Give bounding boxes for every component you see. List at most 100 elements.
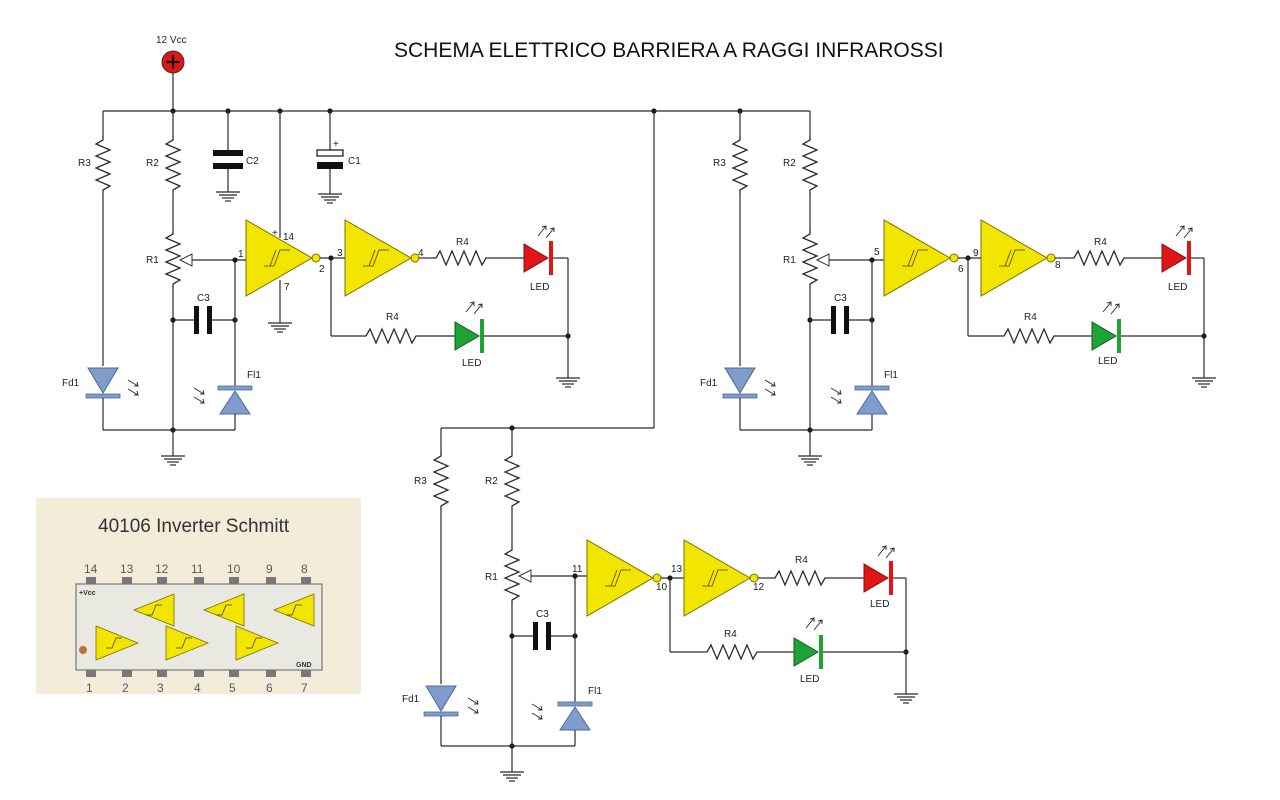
label-led-red: LED (870, 599, 889, 610)
chip-bottom-pin: 1 (86, 681, 93, 695)
chip-top-pin: 13 (120, 562, 134, 576)
label-r2: R2 (485, 476, 498, 487)
chip-top-pin: 12 (155, 562, 169, 576)
r3-resistor-icon (732, 135, 748, 195)
chip-top-pin: 14 (84, 562, 98, 576)
label-r4: R4 (1094, 237, 1107, 248)
label-r4: R4 (795, 555, 808, 566)
label-c2: C2 (246, 156, 259, 167)
c1-plus-sign: + (333, 139, 339, 150)
r4b-resistor-icon (999, 328, 1059, 344)
pin-in-1: 1 (238, 249, 244, 260)
chip-bottom-pin: 5 (229, 681, 236, 695)
pin-in-1: 11 (572, 564, 583, 575)
fd1-ir-led-icon (85, 367, 121, 399)
pin-out-2: 12 (753, 582, 765, 593)
r4b-resistor-icon (361, 328, 421, 344)
pin-in-2: 13 (671, 564, 683, 575)
gate1-plus-sign: + (272, 228, 278, 239)
fd1-ir-led-icon (722, 367, 758, 399)
label-fl1: Fl1 (588, 686, 602, 697)
led-red-icon (863, 561, 893, 595)
led-green-icon (793, 635, 823, 669)
label-r3: R3 (78, 158, 91, 169)
label-fd1: Fd1 (402, 694, 420, 705)
label-r2: R2 (783, 158, 796, 169)
label-r4b: R4 (386, 312, 399, 323)
chip-bottom-pin: 3 (157, 681, 164, 695)
r4-resistor-icon (770, 570, 830, 586)
gate-1-icon (586, 539, 662, 617)
led-red-icon (1161, 241, 1191, 275)
label-fl1: Fl1 (247, 370, 261, 381)
pin-in-2: 9 (973, 248, 979, 259)
chip-top-pin: 8 (301, 562, 308, 576)
supply-terminal: 12 Vcc (156, 35, 187, 74)
chip-bottom-pin: 7 (301, 681, 308, 695)
label-c3: C3 (834, 293, 847, 304)
gate-2-icon (344, 219, 420, 297)
stage-2: R3 Fd1 R2 R1 C3 (654, 108, 1217, 466)
label-led-red: LED (1168, 282, 1187, 293)
fd1-ir-led-icon (423, 685, 459, 717)
label-c1: C1 (348, 156, 361, 167)
r2-resistor-icon (802, 135, 818, 195)
label-c3: C3 (536, 609, 549, 620)
r2-resistor-icon (165, 135, 181, 195)
fl1-photodiode-icon (557, 701, 593, 731)
label-led-green: LED (800, 674, 819, 685)
pin-out-2: 8 (1055, 260, 1061, 271)
pin-vcc: 14 (283, 232, 295, 243)
label-led-green: LED (1098, 356, 1117, 367)
pin-gnd: 7 (284, 282, 290, 293)
chip-pinout-image: 40106 Inverter Schmitt 14 13 12 11 10 9 … (36, 498, 361, 695)
pin-out-1: 6 (958, 264, 964, 275)
supply-label: 12 Vcc (156, 35, 187, 46)
chip-top-pin: 10 (227, 562, 241, 576)
pin-out-1: 2 (319, 264, 325, 275)
r4-resistor-icon (1069, 250, 1129, 266)
label-r4b: R4 (1024, 312, 1037, 323)
chip-title: 40106 Inverter Schmitt (98, 516, 290, 537)
chip-gnd-label: GND (296, 662, 312, 669)
pin-out-1: 10 (656, 582, 668, 593)
r4-resistor-icon (431, 250, 491, 266)
label-led-green: LED (462, 358, 481, 369)
pin-in-1: 5 (874, 247, 880, 258)
label-r3: R3 (713, 158, 726, 169)
label-led-red: LED (530, 282, 549, 293)
chip-bottom-pin: 6 (266, 681, 273, 695)
pin-out-2: 4 (418, 248, 424, 259)
label-r1: R1 (146, 255, 159, 266)
label-fl1: Fl1 (884, 370, 898, 381)
chip-vcc-label: +Vcc (79, 590, 96, 597)
r4b-resistor-icon (702, 644, 762, 660)
gate-2-icon (683, 539, 759, 617)
label-fd1: Fd1 (700, 378, 718, 389)
stage-3: R3 Fd1 R2 R1 C3 (402, 425, 919, 782)
pin-in-2: 3 (337, 248, 343, 259)
stage-1: R3 Fd1 R2 R1 C3 (62, 73, 657, 466)
label-r1: R1 (485, 572, 498, 583)
led-green-icon (454, 319, 484, 353)
label-r4b: R4 (724, 629, 737, 640)
r3-resistor-icon (95, 135, 111, 195)
label-c3: C3 (197, 293, 210, 304)
gate-1-icon (883, 219, 959, 297)
chip-gate-icon (132, 593, 315, 627)
chip-bottom-pin: 4 (194, 681, 201, 695)
r2-resistor-icon (504, 451, 520, 511)
led-green-icon (1091, 319, 1121, 353)
chip-top-pin: 11 (191, 562, 204, 576)
r3-resistor-icon (433, 451, 449, 511)
r1-trimmer-icon (504, 545, 520, 605)
fl1-photodiode-icon (854, 385, 890, 415)
r1-trimmer-icon (165, 229, 181, 289)
chip-bottom-pin: 2 (122, 681, 129, 695)
chip-top-pin: 9 (266, 562, 273, 576)
r1-trimmer-icon (802, 229, 818, 289)
label-r2: R2 (146, 158, 159, 169)
label-r1: R1 (783, 255, 796, 266)
fl1-photodiode-icon (217, 385, 253, 415)
